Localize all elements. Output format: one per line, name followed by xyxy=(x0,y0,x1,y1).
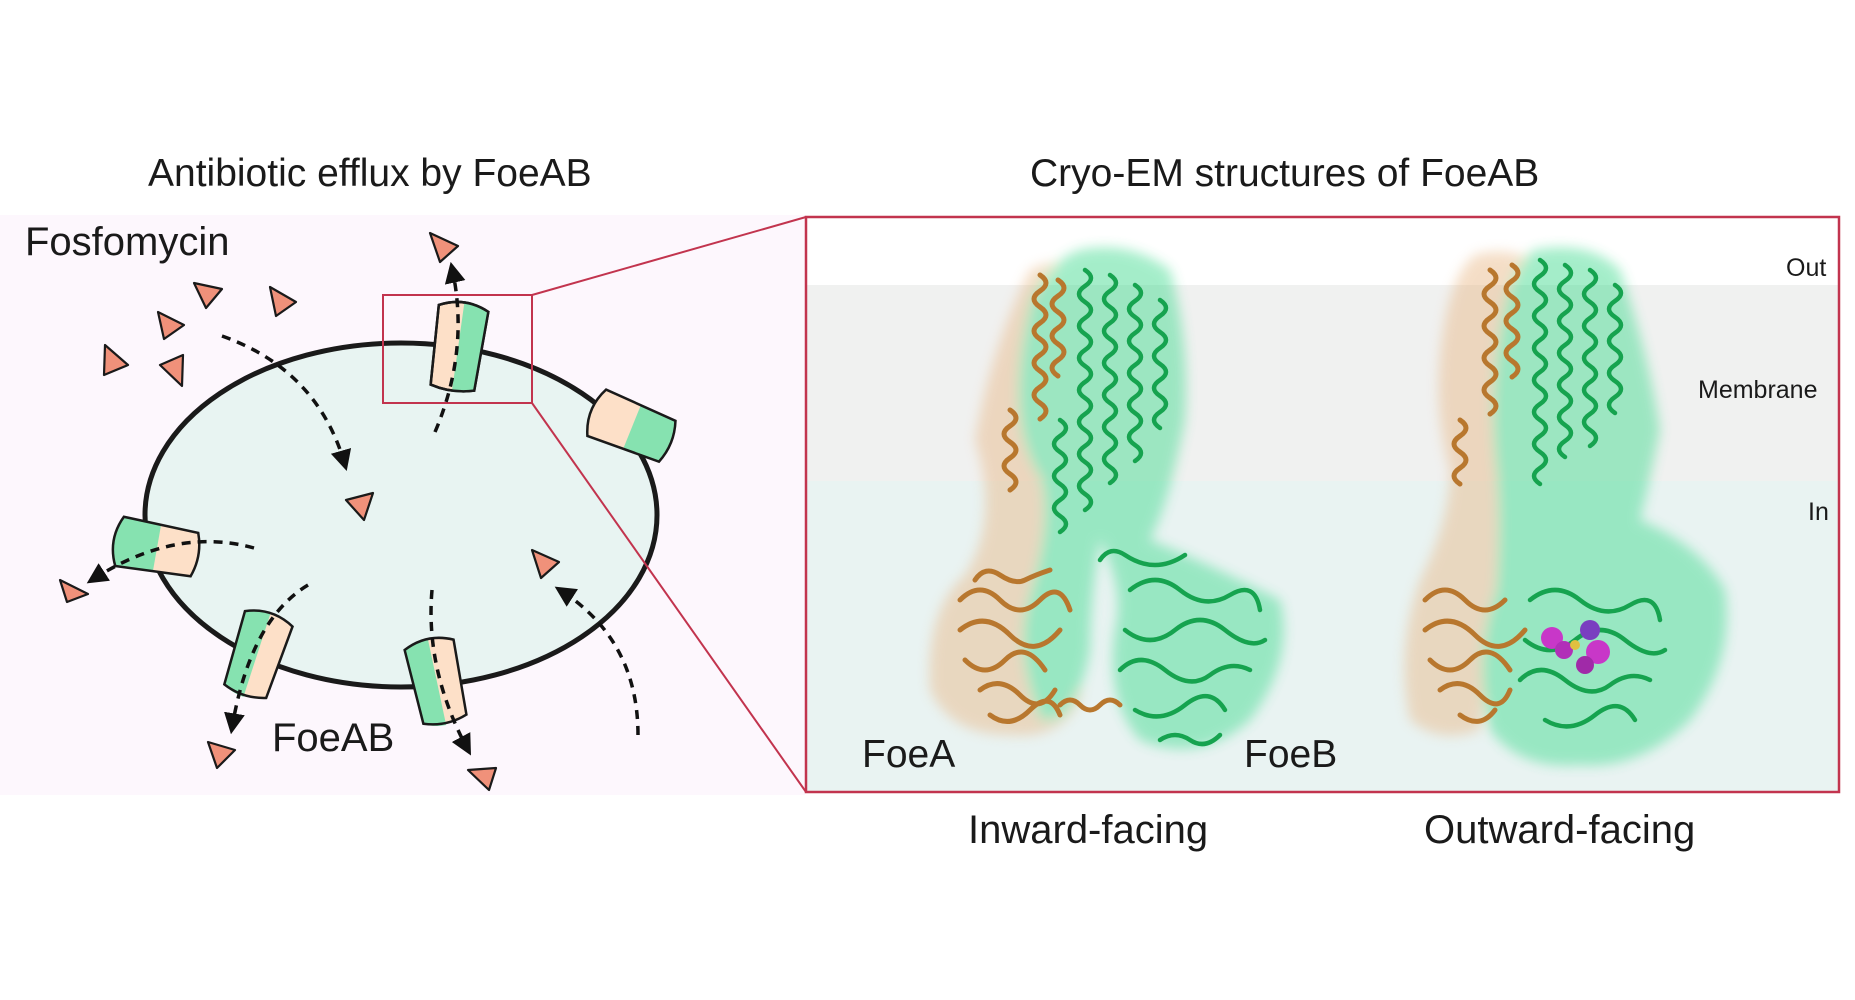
cell-ellipse xyxy=(142,340,660,690)
inward-facing-structure xyxy=(929,247,1284,749)
arrow-influx-bottom xyxy=(554,586,640,736)
transport-arrows xyxy=(86,261,640,756)
arrow-efflux-top xyxy=(433,261,466,433)
arrow-influx-top xyxy=(221,334,352,472)
membrane-zone xyxy=(806,285,1839,481)
inward-facing-label: Inward-facing xyxy=(968,808,1209,852)
arrow-efflux-bottom-left xyxy=(224,583,309,735)
bound-ligand xyxy=(1541,620,1610,674)
zone-label-in: In xyxy=(1808,498,1829,526)
zone-label-out: Out xyxy=(1786,254,1827,282)
transporter-bottom-left xyxy=(222,609,294,700)
outward-facing-structure xyxy=(1404,247,1727,766)
arrow-efflux-bottom-right xyxy=(429,589,471,756)
fosfomycin-molecules xyxy=(58,231,561,792)
outward-facing-label: Outward-facing xyxy=(1424,808,1696,852)
foeab-label: FoeAB xyxy=(272,716,395,760)
fosfomycin-label: Fosfomycin xyxy=(25,220,230,264)
transporter-right xyxy=(586,388,677,464)
zone-label-membrane: Membrane xyxy=(1698,376,1818,404)
transporter-left xyxy=(111,515,201,578)
zoom-connector xyxy=(382,216,807,793)
transporter-bottom-right xyxy=(403,636,468,727)
right-panel-title: Cryo-EM structures of FoeAB xyxy=(1030,152,1540,195)
arrow-efflux-left xyxy=(86,539,255,584)
left-panel-title: Antibiotic efflux by FoeAB xyxy=(148,152,592,195)
foea-label: FoeA xyxy=(862,733,956,776)
foeb-label: FoeB xyxy=(1244,733,1338,776)
transporter-top xyxy=(429,300,490,393)
